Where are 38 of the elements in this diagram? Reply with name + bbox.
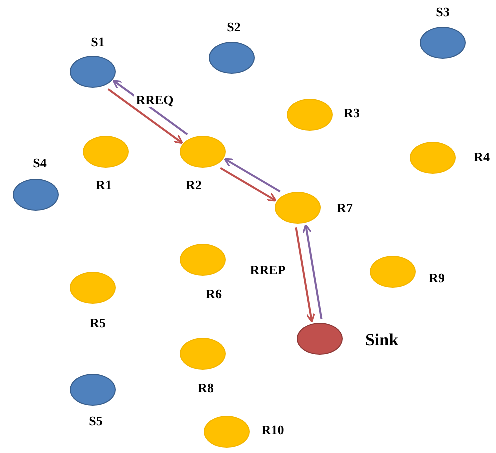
relay-node bbox=[287, 99, 333, 131]
node-label: R1 bbox=[96, 178, 112, 192]
relay-node bbox=[180, 136, 226, 168]
sensor-node bbox=[209, 42, 255, 74]
node-label: R5 bbox=[90, 316, 106, 330]
node-label: R8 bbox=[198, 382, 214, 394]
node-label: Sink bbox=[365, 332, 399, 348]
node-label: R7 bbox=[337, 202, 353, 214]
node-label: R10 bbox=[262, 424, 284, 436]
edge-label: RREQ bbox=[134, 92, 176, 108]
arrow bbox=[108, 88, 184, 144]
arrow bbox=[302, 224, 323, 320]
arrow bbox=[224, 158, 281, 193]
node-label: S3 bbox=[436, 6, 450, 18]
relay-node bbox=[370, 256, 416, 288]
sensor-node bbox=[13, 179, 59, 211]
sensor-node bbox=[420, 27, 466, 59]
relay-node bbox=[180, 244, 226, 276]
node-label: R4 bbox=[474, 150, 490, 164]
node-label: S2 bbox=[227, 20, 241, 34]
node-label: S4 bbox=[33, 156, 47, 170]
node-label: R3 bbox=[344, 106, 360, 120]
sensor-node bbox=[70, 374, 116, 406]
node-label: S5 bbox=[89, 414, 103, 428]
relay-node bbox=[180, 338, 226, 370]
node-label: R6 bbox=[206, 288, 222, 300]
relay-node bbox=[70, 272, 116, 304]
node-label: R2 bbox=[186, 178, 202, 192]
relay-node bbox=[410, 142, 456, 174]
arrow bbox=[295, 228, 316, 323]
arrow bbox=[220, 167, 277, 202]
node-label: S1 bbox=[91, 36, 105, 48]
relay-node bbox=[83, 136, 129, 168]
relay-node bbox=[204, 416, 250, 448]
sink-node bbox=[297, 323, 343, 355]
sensor-node bbox=[70, 56, 116, 88]
node-label: R9 bbox=[429, 272, 445, 284]
relay-node bbox=[275, 192, 321, 224]
